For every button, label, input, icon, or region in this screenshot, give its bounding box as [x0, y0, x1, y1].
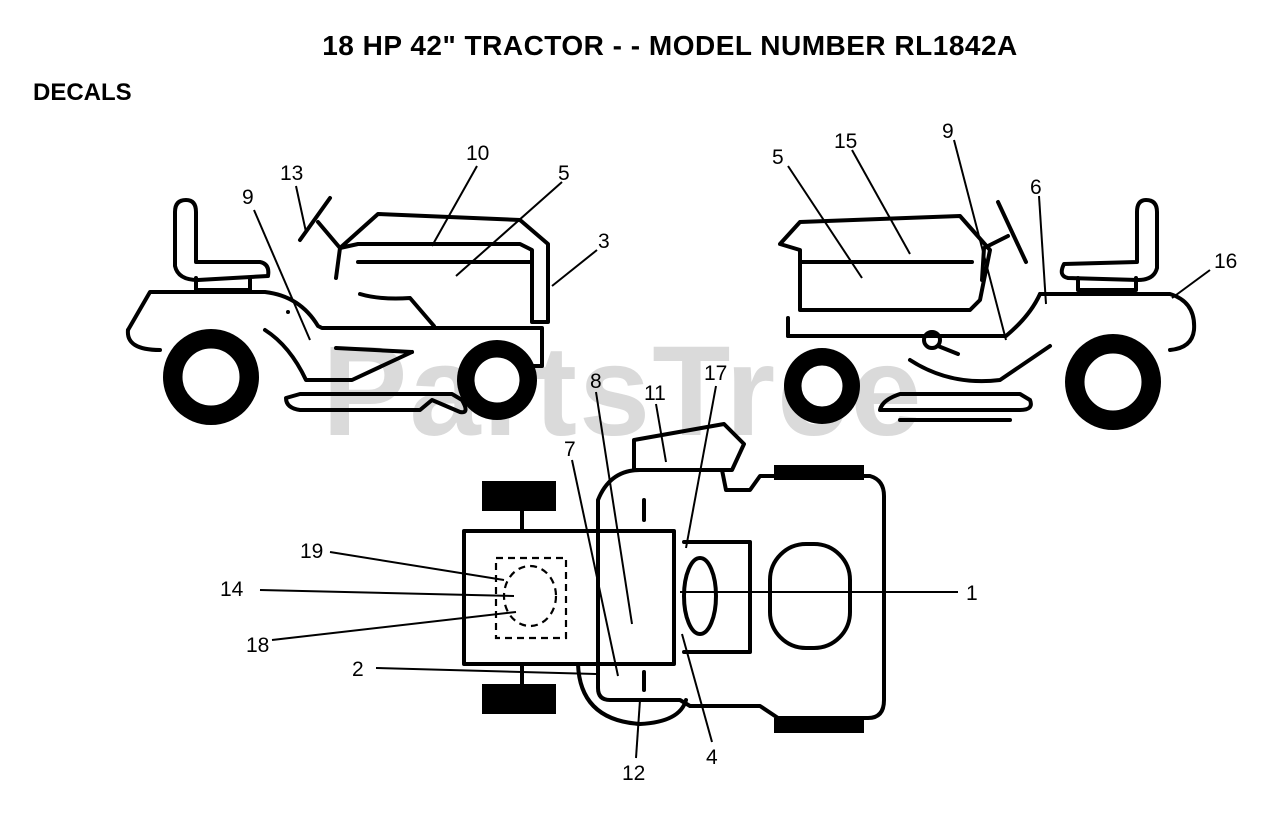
callout-2-top: 2 — [352, 658, 364, 681]
callout-10-left: 10 — [466, 142, 489, 165]
callout-15-right: 15 — [834, 130, 857, 153]
diagram-title: 18 HP 42" TRACTOR - - MODEL NUMBER RL184… — [322, 30, 1018, 61]
callout-7-top: 7 — [564, 438, 576, 461]
callout-labels: 13 10 5 9 3 5 15 9 6 16 8 11 17 7 19 14 … — [220, 120, 1237, 785]
callout-14-top: 14 — [220, 578, 244, 601]
tractor-top-view — [462, 422, 886, 733]
callout-5-right: 5 — [772, 146, 784, 169]
callout-1-top: 1 — [966, 582, 978, 605]
callout-16-right: 16 — [1214, 250, 1237, 273]
callout-19-top: 19 — [300, 540, 323, 563]
callout-12-top: 12 — [622, 762, 645, 785]
tractor-left-side-view — [125, 196, 550, 425]
callout-3-left: 3 — [598, 230, 610, 253]
callout-11-top: 11 — [644, 382, 666, 405]
callout-9-left: 9 — [242, 186, 254, 209]
callout-18-top: 18 — [246, 634, 269, 657]
callout-9-right: 9 — [942, 120, 954, 143]
callout-13-left: 13 — [280, 162, 303, 185]
callout-8-top: 8 — [590, 370, 602, 393]
callout-5-left: 5 — [558, 162, 570, 185]
callout-17-top: 17 — [704, 362, 727, 385]
section-label: DECALS — [33, 79, 132, 106]
leader-lines — [253, 139, 1211, 759]
tractor-right-side-view — [778, 198, 1197, 430]
callout-6-right: 6 — [1030, 176, 1042, 199]
callout-4-top: 4 — [706, 746, 718, 769]
